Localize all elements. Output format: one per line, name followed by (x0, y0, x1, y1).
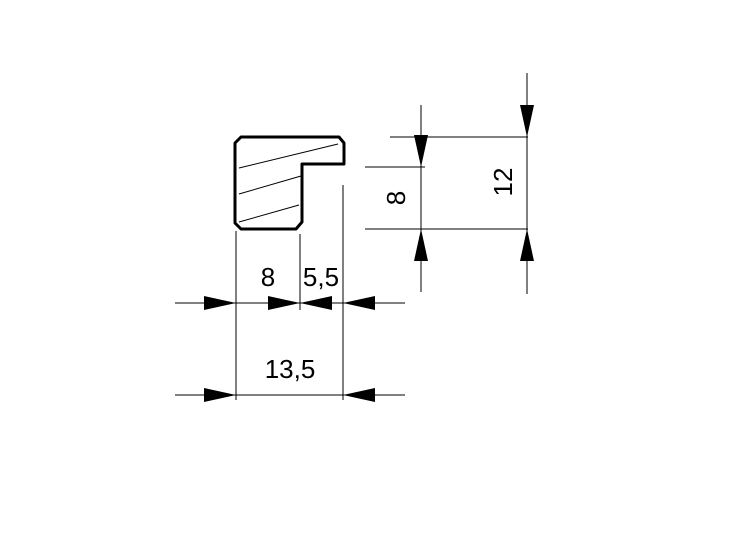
arrow-left (343, 296, 375, 310)
dimension-label-width-total: 13,5 (265, 354, 316, 384)
section-hatching (238, 143, 339, 223)
arrow-left (343, 388, 375, 402)
arrow-up (414, 229, 428, 261)
dimension-height-total: 12 (488, 73, 534, 294)
profile-outline (233, 135, 346, 231)
arrow-right (268, 296, 300, 310)
dimension-width-total: 13,5 (175, 354, 405, 402)
extension-lines-horizontal (365, 136, 528, 230)
arrow-down (414, 135, 428, 167)
dimension-label-height-total: 12 (488, 168, 518, 197)
arrow-right (204, 388, 236, 402)
arrow-right (204, 296, 236, 310)
dimension-label-width-right: 5,5 (303, 262, 339, 292)
arrow-down (520, 105, 534, 137)
extension-lines-vertical (235, 185, 344, 400)
dimension-label-width-left: 8 (261, 262, 275, 292)
dimension-height-inner: 8 (381, 105, 428, 292)
arrow-up (520, 229, 534, 261)
dimension-label-height-inner: 8 (381, 191, 411, 205)
dimension-width-partial: 8 5,5 (175, 262, 405, 310)
arrow-left (300, 296, 332, 310)
